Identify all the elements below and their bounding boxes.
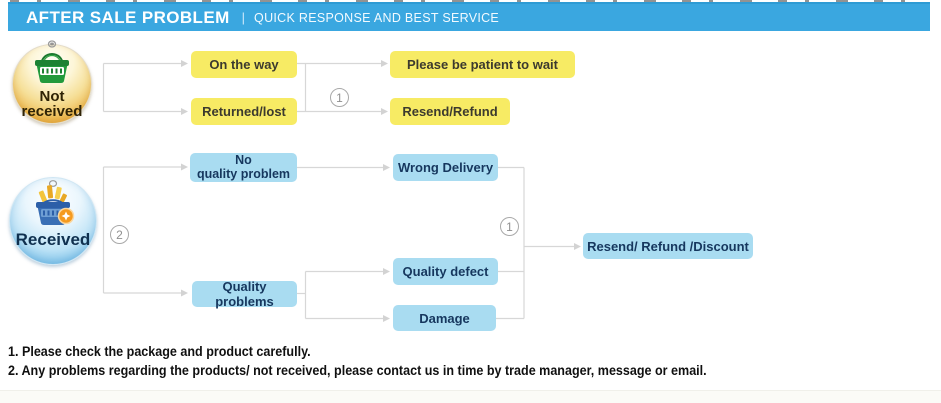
step-badge-received-outcome: 1: [500, 217, 519, 236]
banner: AFTER SALE PROBLEM | QUICK RESPONSE AND …: [8, 2, 930, 31]
step-badge-not-received-flow: 1: [330, 88, 349, 107]
box-on-the-way: On the way: [191, 51, 297, 78]
box-returned-lost: Returned/lost: [191, 98, 297, 125]
note-line-1: 1. Please check the package and product …: [8, 344, 311, 359]
banner-subtitle: QUICK RESPONSE AND BEST SERVICE: [254, 10, 500, 25]
node-not-received-label-line1: Not: [39, 88, 65, 105]
footer-notes: 1. Please check the package and product …: [8, 344, 707, 382]
cropped-text-artifact: [10, 0, 915, 2]
next-section-edge: [0, 390, 941, 403]
box-no-quality-problem: No quality problem: [190, 153, 297, 182]
node-received-label: Received: [15, 230, 91, 249]
note-line-2: 2. Any problems regarding the products/ …: [8, 363, 707, 378]
step-badge-received-branch: 2: [110, 225, 129, 244]
banner-title: AFTER SALE PROBLEM: [26, 7, 230, 27]
node-not-received-label-line2: received: [21, 103, 83, 120]
banner-separator: |: [241, 10, 246, 25]
node-received: Received: [9, 177, 97, 265]
box-please-be-patient: Please be patient to wait: [390, 51, 575, 78]
box-resend-refund-discount: Resend/ Refund /Discount: [583, 233, 753, 259]
box-wrong-delivery: Wrong Delivery: [393, 154, 498, 181]
box-quality-problems: Quality problems: [192, 279, 297, 309]
box-resend-refund: Resend/Refund: [390, 98, 510, 125]
node-not-received: Not received: [12, 40, 92, 124]
box-damage: Damage: [393, 305, 496, 331]
blue-shopping-basket-star-icon: [36, 180, 75, 225]
green-shopping-basket-icon: [35, 40, 69, 83]
box-quality-defect: Quality defect: [393, 258, 498, 285]
